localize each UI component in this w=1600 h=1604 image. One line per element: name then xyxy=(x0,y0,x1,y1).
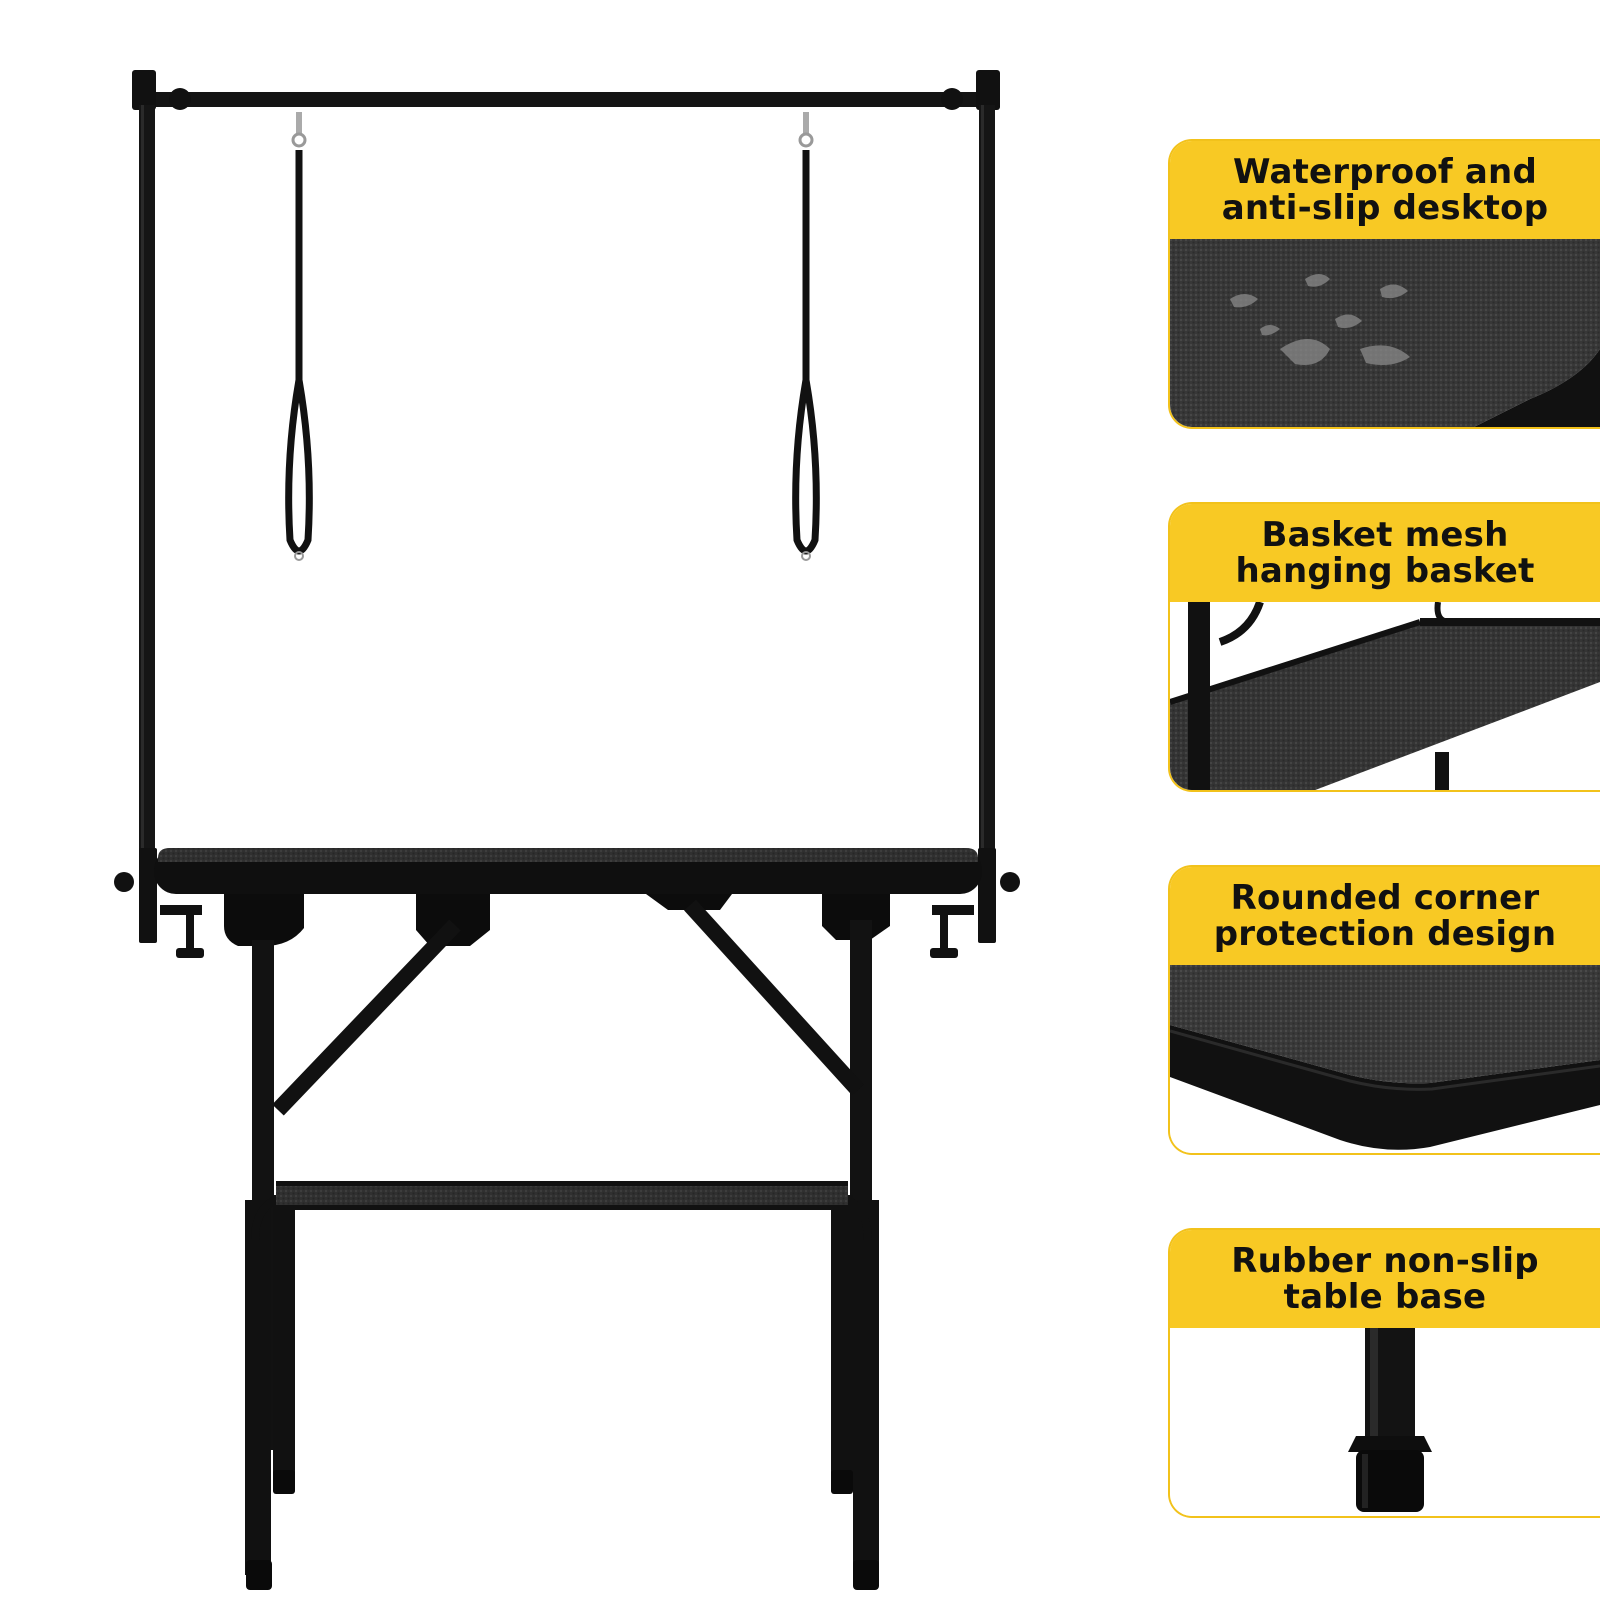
mesh-basket-closeup xyxy=(1170,602,1600,790)
feature-card-rubber-base: Rubber non-slip table base xyxy=(1168,1228,1600,1518)
feature-label-text: Waterproof and anti-slip desktop xyxy=(1221,152,1549,228)
grooming-loop-right xyxy=(792,112,820,561)
grooming-loop-left xyxy=(285,112,313,561)
rubber-foot-closeup xyxy=(1170,1328,1600,1516)
table-top xyxy=(114,848,1020,894)
feature-card-rounded-corner: Rounded corner protection design xyxy=(1168,865,1600,1155)
rounded-corner-closeup xyxy=(1170,965,1600,1153)
feature-card-basket: Basket mesh hanging basket xyxy=(1168,502,1600,792)
table-legs xyxy=(245,920,879,1590)
feature-label: Waterproof and anti-slip desktop xyxy=(1170,141,1600,239)
grooming-table-illustration xyxy=(114,70,1020,1590)
waterproof-mat-closeup xyxy=(1170,239,1600,427)
folding-braces xyxy=(272,899,864,1116)
feature-label: Rubber non-slip table base xyxy=(1170,1230,1600,1328)
leg-brackets xyxy=(224,894,890,946)
hanging-basket xyxy=(276,1181,848,1210)
feature-card-waterproof: Waterproof and anti-slip desktop xyxy=(1168,139,1600,429)
feature-label: Basket mesh hanging basket xyxy=(1170,504,1600,602)
feature-label-text: Basket mesh hanging basket xyxy=(1235,515,1535,591)
feature-label-text: Rubber non-slip table base xyxy=(1231,1241,1539,1317)
feature-label-text: Rounded corner protection design xyxy=(1213,878,1557,954)
grooming-table-image xyxy=(114,70,1020,1590)
overhead-arm xyxy=(132,70,1000,943)
arm-clamps xyxy=(160,905,974,958)
feature-label: Rounded corner protection design xyxy=(1170,867,1600,965)
